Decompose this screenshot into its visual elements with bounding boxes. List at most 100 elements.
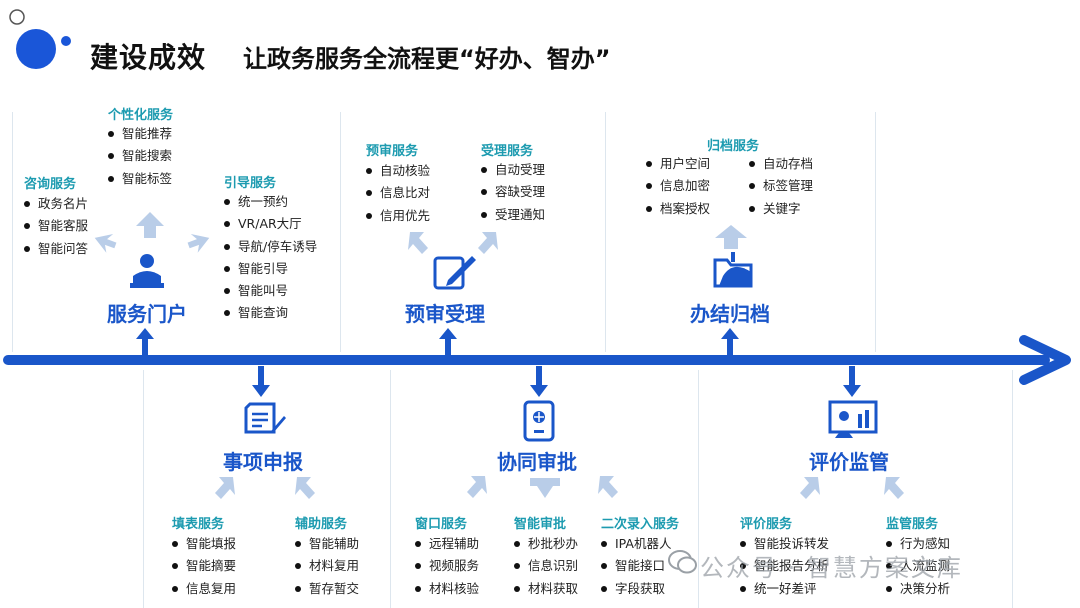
list-item: 信息比对 xyxy=(364,182,430,204)
form-declare-icon xyxy=(244,402,286,434)
connector-down-arrow xyxy=(530,366,548,397)
folder-archive-icon xyxy=(713,252,753,288)
list-item: 自动存档 xyxy=(747,153,813,175)
list-item: 行为感知 xyxy=(884,533,950,555)
approve-reentry-list: IPA机器人 智能接口 字段获取 xyxy=(599,533,671,600)
list-item: VR/AR大厅 xyxy=(222,213,317,235)
evaluate-review-header: 评价服务 xyxy=(740,517,793,532)
approve-reentry-header: 二次录入服务 xyxy=(601,517,680,532)
list-item: 秒批秒办 xyxy=(512,533,578,555)
light-arrows xyxy=(800,477,904,499)
list-item: 智能标签 xyxy=(106,168,172,190)
light-arrow-up xyxy=(715,225,747,249)
connector-up-arrow xyxy=(439,328,457,356)
portal-personal-header: 个性化服务 xyxy=(108,108,174,123)
approval-device-icon xyxy=(523,400,555,442)
list-item: 智能搜索 xyxy=(106,145,172,167)
archive-header: 归档服务 xyxy=(707,139,760,154)
list-item: 信息识别 xyxy=(512,555,578,577)
approve-smart-list: 秒批秒办 信息识别 材料获取 xyxy=(512,533,578,600)
list-item: 暂存暂交 xyxy=(293,578,359,600)
archive-list-2: 自动存档 标签管理 关键字 xyxy=(747,153,813,220)
list-item: 智能引导 xyxy=(222,258,317,280)
monitor-presentation-icon xyxy=(828,400,878,438)
light-arrows xyxy=(94,212,210,253)
declare-assist-header: 辅助服务 xyxy=(295,517,348,532)
stage-label-approve: 协同审批 xyxy=(497,450,577,474)
list-item: 智能客服 xyxy=(22,215,88,237)
list-item: 智能问答 xyxy=(22,238,88,260)
list-item: 智能投诉转发 xyxy=(738,533,829,555)
review-pre-list: 自动核验 信息比对 信用优先 xyxy=(364,160,430,227)
watermark-text: 公众号 · 智慧方案文库 xyxy=(700,554,963,582)
list-item: 导航/停车诱导 xyxy=(222,236,317,258)
list-item: 智能填报 xyxy=(170,533,236,555)
list-item: 决策分析 xyxy=(884,578,950,600)
list-item: 材料复用 xyxy=(293,555,359,577)
list-item: 信息复用 xyxy=(170,578,236,600)
wechat-icon xyxy=(668,550,697,574)
stage-label-archive: 办结归档 xyxy=(690,302,770,326)
review-accept-header: 受理服务 xyxy=(481,144,534,159)
list-item: 标签管理 xyxy=(747,175,813,197)
list-item: 视频服务 xyxy=(413,555,479,577)
archive-list-1: 用户空间 信息加密 档案授权 xyxy=(644,153,710,220)
edit-document-icon xyxy=(433,256,476,290)
list-item: 智能报告分析 xyxy=(738,555,829,577)
connector-up-arrow xyxy=(136,328,154,356)
connector-down-arrow xyxy=(843,366,861,397)
page-title: 建设成效 xyxy=(90,41,207,74)
list-item: 智能摘要 xyxy=(170,555,236,577)
list-item: 用户空间 xyxy=(644,153,710,175)
list-item: 政务名片 xyxy=(22,193,88,215)
list-item: IPA机器人 xyxy=(599,533,671,555)
declare-form-header: 填表服务 xyxy=(172,517,225,532)
list-item: 信息加密 xyxy=(644,175,710,197)
list-item: 自动受理 xyxy=(479,159,545,181)
review-pre-header: 预审服务 xyxy=(366,144,419,159)
stage-label-declare: 事项申报 xyxy=(223,450,303,474)
approve-window-header: 窗口服务 xyxy=(415,517,468,532)
user-service-icon xyxy=(130,254,164,288)
divider-line xyxy=(390,370,391,608)
stage-label-evaluate: 评价监管 xyxy=(809,450,889,474)
connector-up-arrow xyxy=(721,328,739,356)
list-item: 容缺受理 xyxy=(479,181,545,203)
list-item: 智能推荐 xyxy=(106,123,172,145)
divider-line xyxy=(875,112,876,352)
stage-label-portal: 服务门户 xyxy=(107,302,187,326)
portal-consult-list: 政务名片 智能客服 智能问答 xyxy=(22,193,88,260)
list-item: 人流监测 xyxy=(884,555,950,577)
portal-consult-header: 咨询服务 xyxy=(24,177,77,192)
decor-circles xyxy=(9,9,71,69)
stage-label-review: 预审受理 xyxy=(405,302,485,326)
portal-guide-header: 引导服务 xyxy=(224,176,277,191)
list-item: 智能接口 xyxy=(599,555,671,577)
connector-down-arrow xyxy=(252,366,270,397)
list-item: 统一好差评 xyxy=(738,578,829,600)
evaluate-review-list: 智能投诉转发 智能报告分析 统一好差评 xyxy=(738,533,829,600)
divider-line xyxy=(12,112,13,352)
list-item: 信用优先 xyxy=(364,205,430,227)
portal-personal-list: 智能推荐 智能搜索 智能标签 xyxy=(106,123,172,190)
list-item: 关键字 xyxy=(747,198,813,220)
list-item: 字段获取 xyxy=(599,578,671,600)
divider-line xyxy=(698,370,699,608)
light-arrows xyxy=(408,232,498,254)
review-accept-list: 自动受理 容缺受理 受理通知 xyxy=(479,159,545,226)
approve-smart-header: 智能审批 xyxy=(514,517,567,532)
portal-guide-list: 统一预约 VR/AR大厅 导航/停车诱导 智能引导 智能叫号 智能查询 xyxy=(222,191,317,325)
evaluate-supervise-list: 行为感知 人流监测 决策分析 xyxy=(884,533,950,600)
list-item: 智能查询 xyxy=(222,302,317,324)
divider-line xyxy=(340,112,341,352)
list-item: 材料获取 xyxy=(512,578,578,600)
list-item: 受理通知 xyxy=(479,204,545,226)
divider-line xyxy=(605,112,606,352)
evaluate-supervise-header: 监管服务 xyxy=(886,517,939,532)
declare-form-list: 智能填报 智能摘要 信息复用 xyxy=(170,533,236,600)
list-item: 远程辅助 xyxy=(413,533,479,555)
page-subtitle: 让政务服务全流程更“好办、智办” xyxy=(243,45,611,73)
list-item: 材料核验 xyxy=(413,578,479,600)
timeline-arrow xyxy=(3,335,1071,385)
list-item: 统一预约 xyxy=(222,191,317,213)
